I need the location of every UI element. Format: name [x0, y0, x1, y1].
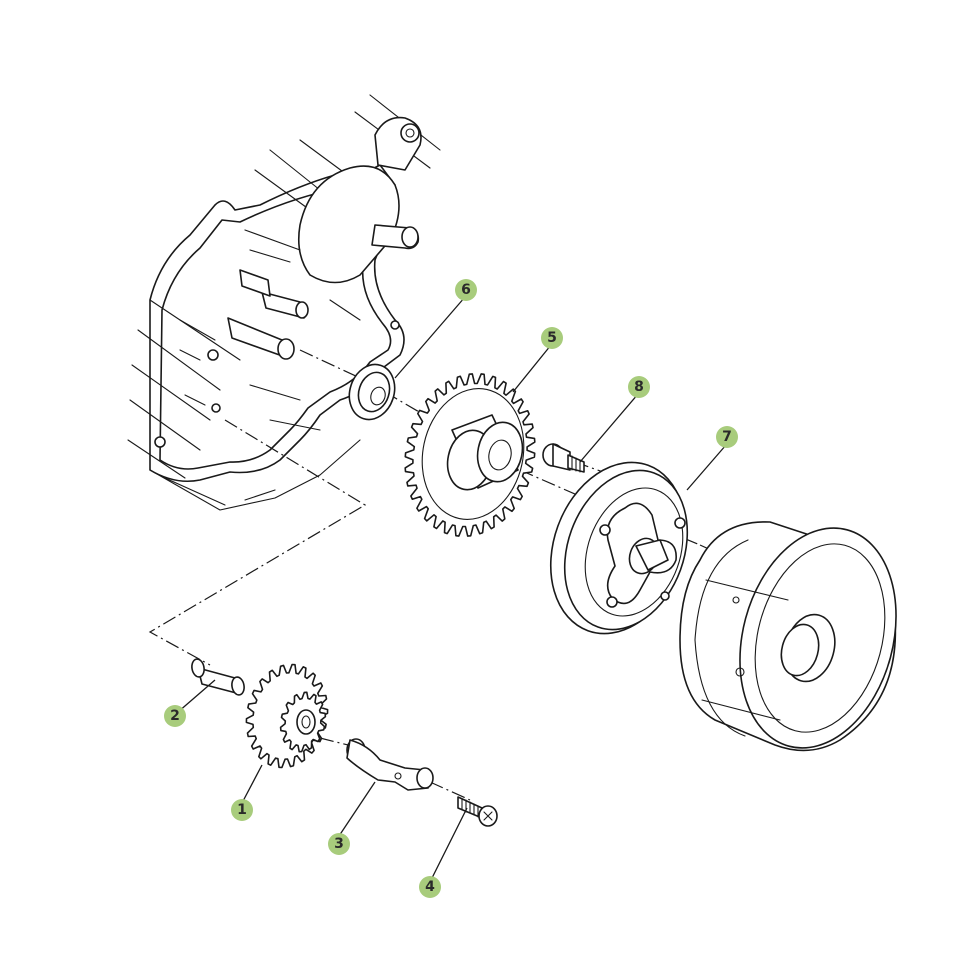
callout-4: 4 [419, 876, 441, 898]
callout-6: 6 [455, 279, 477, 301]
svg-text:3: 3 [334, 836, 344, 852]
idler-gear-part [245, 663, 329, 769]
svg-text:2: 2 [170, 708, 180, 724]
washer-part [348, 363, 396, 421]
bolt-part [542, 443, 585, 473]
starter-wheel-gear-part [404, 373, 536, 537]
callout-8: 8 [628, 376, 650, 398]
callout-1: 1 [231, 799, 253, 821]
callout-badges: 1 2 3 4 5 6 7 8 [164, 279, 738, 898]
svg-text:4: 4 [425, 879, 435, 895]
crankcase-housing [127, 94, 441, 511]
rotor-part [679, 521, 897, 752]
assembly-axes [148, 349, 811, 801]
screw-part [457, 796, 498, 827]
shaft-part [191, 658, 245, 696]
svg-text:7: 7 [722, 429, 732, 445]
svg-text:6: 6 [461, 282, 471, 298]
svg-text:1: 1 [237, 802, 247, 818]
callout-2: 2 [164, 705, 186, 727]
svg-text:8: 8 [634, 379, 644, 395]
plate-part [346, 738, 434, 791]
callout-5: 5 [541, 327, 563, 349]
leader-lines [177, 296, 727, 881]
callout-7: 7 [716, 426, 738, 448]
svg-text:5: 5 [547, 330, 557, 346]
starter-clutch-part [549, 461, 689, 635]
callout-3: 3 [328, 833, 350, 855]
